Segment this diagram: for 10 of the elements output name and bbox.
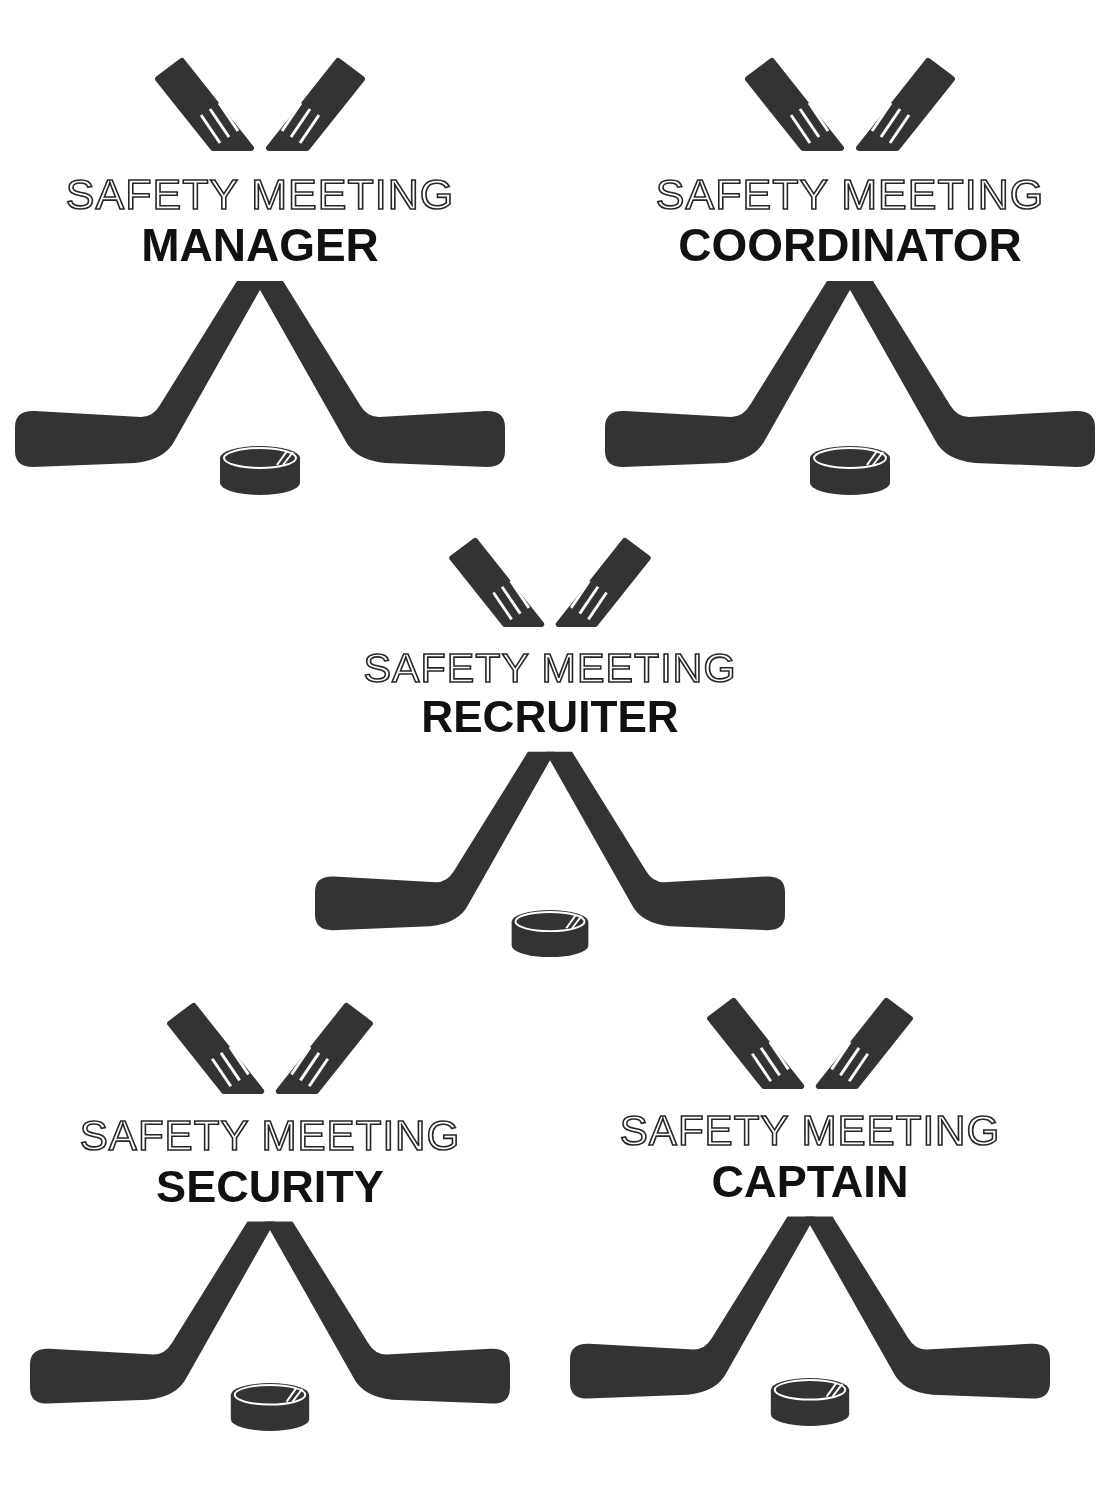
outlined-heading: SAFETY MEETING <box>363 645 737 692</box>
outlined-heading: SAFETY MEETING <box>655 170 1045 218</box>
role-title: COORDINATOR <box>678 220 1022 271</box>
outlined-heading: SAFETY MEETING <box>65 170 455 218</box>
outlined-heading: SAFETY MEETING <box>619 1108 1001 1155</box>
role-title: MANAGER <box>141 220 379 271</box>
outlined-heading: SAFETY MEETING <box>79 1113 461 1160</box>
role-title: SECURITY <box>156 1161 384 1212</box>
role-title: RECRUITER <box>421 693 679 742</box>
role-title: CAPTAIN <box>711 1156 909 1207</box>
